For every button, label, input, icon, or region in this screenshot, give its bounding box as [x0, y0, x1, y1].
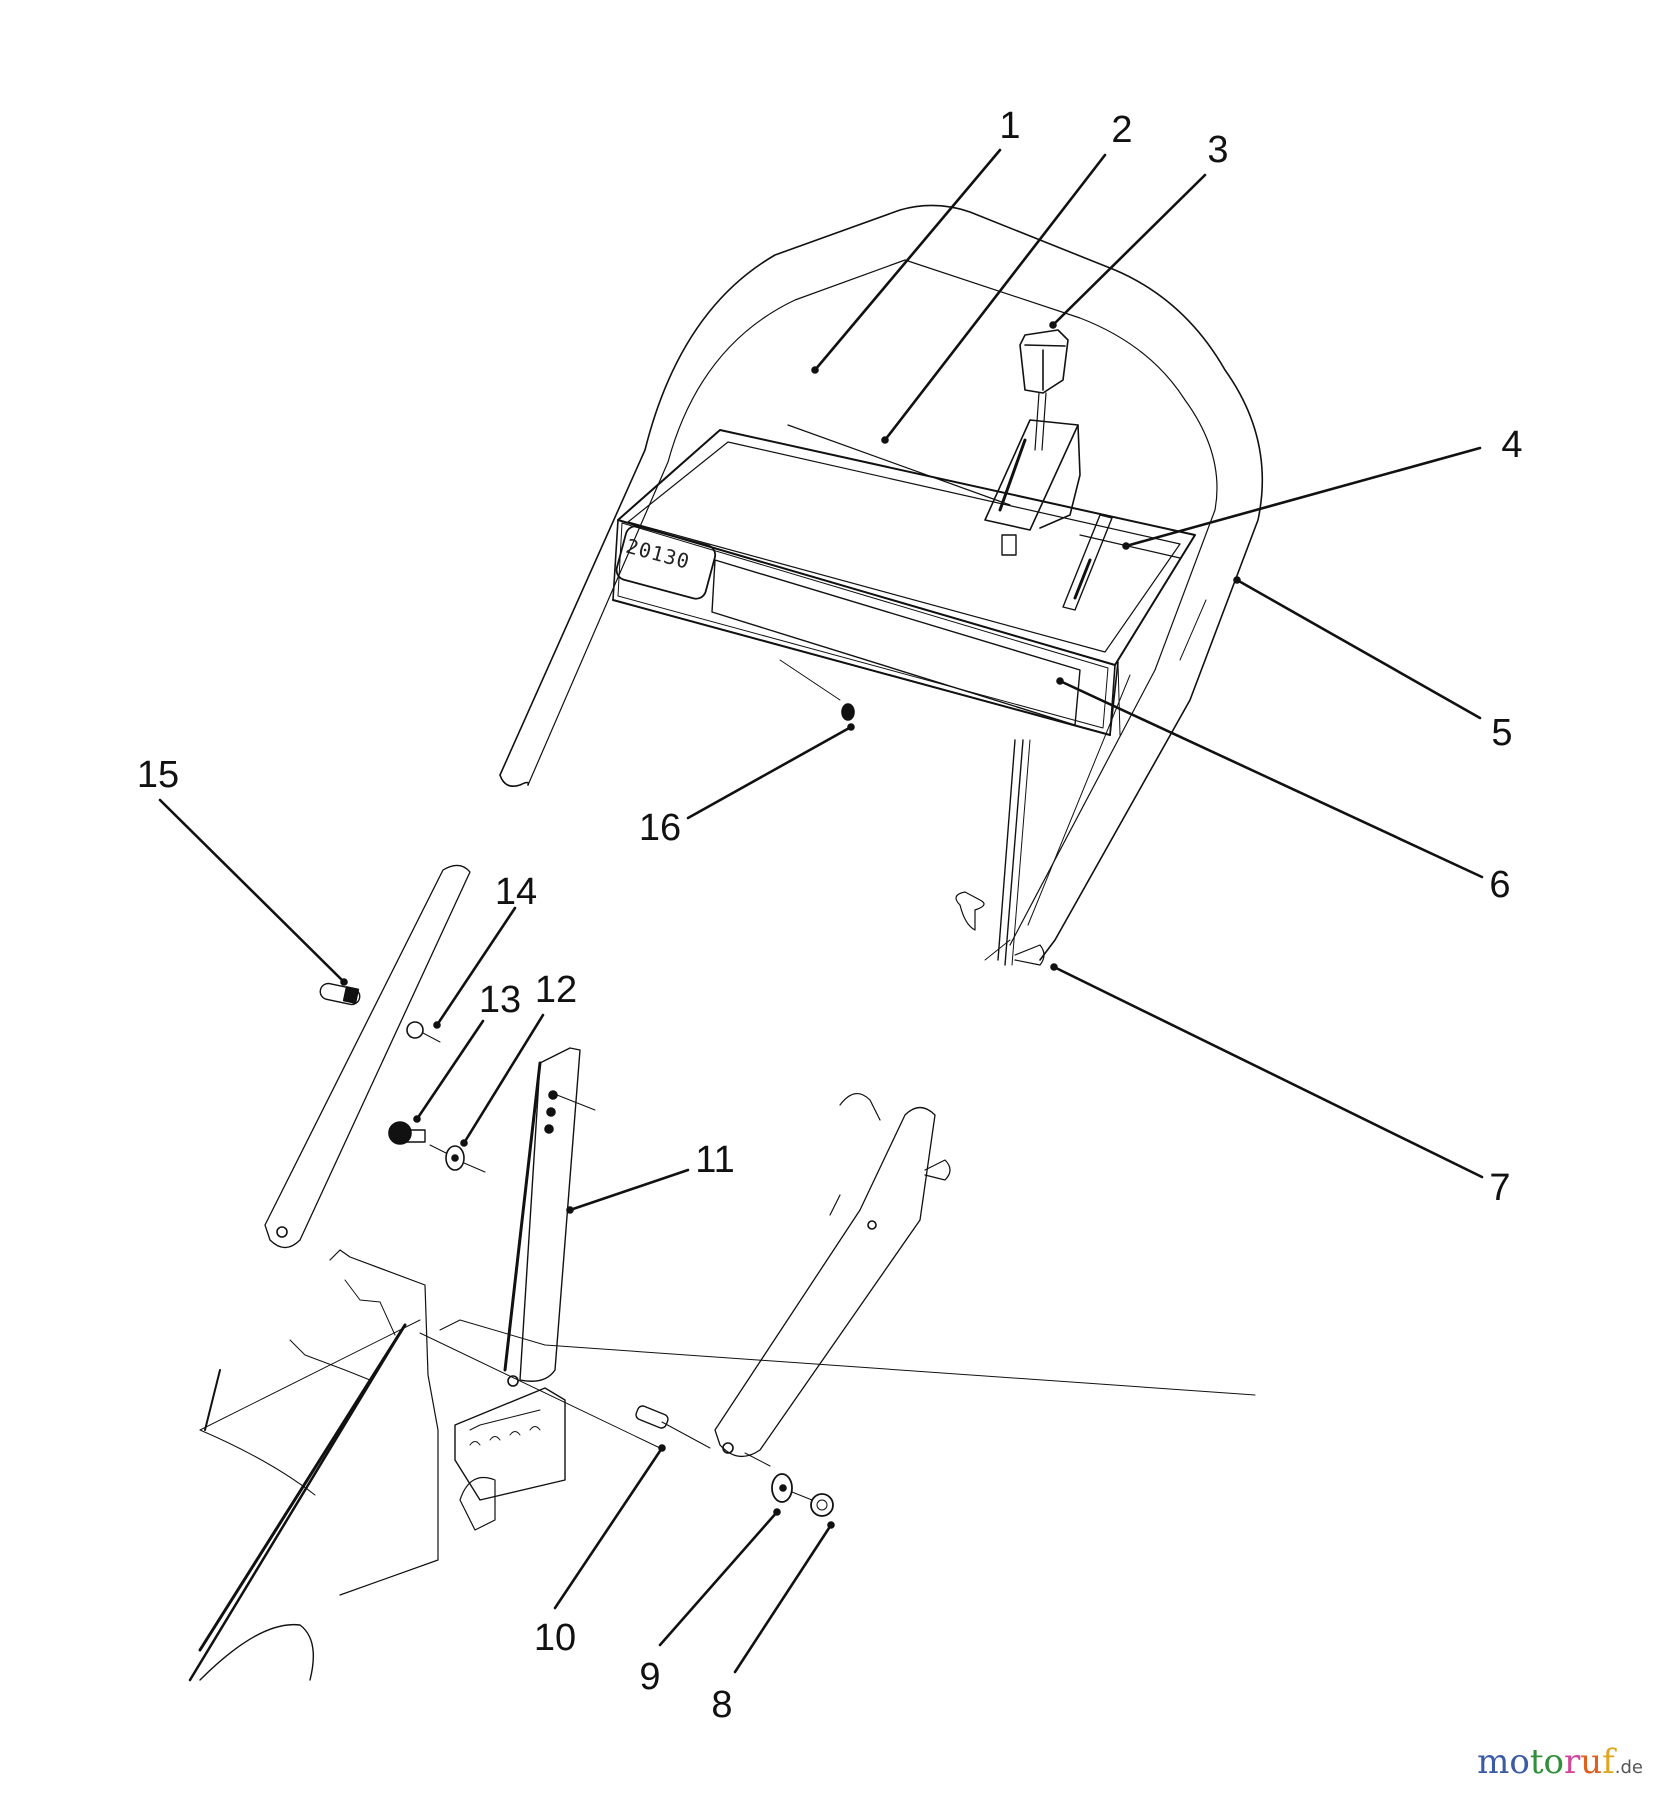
- bolt-13: [389, 1122, 425, 1144]
- watermark-letter: m: [1477, 1742, 1510, 1782]
- callout-label-15[interactable]: 15: [136, 754, 180, 796]
- leader-line-8: [733, 1523, 833, 1674]
- leader-dot-9: [773, 1508, 781, 1516]
- callout-label-10[interactable]: 10: [533, 1617, 577, 1659]
- left-lower-handle: [265, 865, 470, 1247]
- leader-dot-8: [827, 1521, 835, 1529]
- washer-9: [772, 1474, 812, 1502]
- callout-label-6[interactable]: 6: [1489, 864, 1511, 906]
- washer-12: [430, 1145, 485, 1172]
- leader-line-11: [568, 1168, 690, 1212]
- watermark-letters: motoruf: [1477, 1742, 1615, 1782]
- callout-label-1[interactable]: 1: [999, 105, 1021, 147]
- watermark-letter: o: [1543, 1742, 1564, 1782]
- leader-dot-1: [811, 366, 819, 374]
- leader-line-9: [658, 1510, 779, 1647]
- deck-bracket: [190, 1250, 1255, 1680]
- leader-dot-14: [433, 1021, 441, 1029]
- callout-label-7[interactable]: 7: [1489, 1167, 1511, 1209]
- watermark-suffix: .de: [1614, 1757, 1643, 1778]
- leader-line-10: [553, 1446, 664, 1610]
- watermark-letter: f: [1602, 1742, 1615, 1782]
- callout-label-4[interactable]: 4: [1501, 424, 1523, 466]
- callout-label-9[interactable]: 9: [639, 1656, 661, 1698]
- upper-handle-frame: [500, 205, 1262, 960]
- leader-line-16: [686, 725, 853, 820]
- leader-dot-15: [340, 978, 348, 986]
- leader-dot-13: [413, 1115, 421, 1123]
- leader-dot-4: [1122, 542, 1130, 550]
- leader-line-15: [158, 798, 346, 984]
- leader-line-1: [813, 148, 1002, 372]
- shoulder-bolt-10: [635, 1405, 710, 1448]
- panel-screw: [780, 660, 854, 720]
- control-panel: [613, 430, 1195, 735]
- leader-dot-6: [1056, 677, 1064, 685]
- center-support-rod: [956, 740, 1044, 965]
- leader-line-4: [1124, 446, 1482, 548]
- shift-lever: [985, 330, 1112, 610]
- height-adjuster-plate: [505, 1048, 595, 1386]
- leader-dot-10: [658, 1444, 666, 1452]
- leader-line-13: [415, 1019, 485, 1121]
- callout-label-3[interactable]: 3: [1207, 129, 1229, 171]
- nut-8: [811, 1494, 833, 1516]
- leader-line-5: [1235, 578, 1482, 720]
- callout-leader-lines: [158, 148, 1484, 1674]
- leader-line-2: [883, 153, 1107, 442]
- callout-label-13[interactable]: 13: [478, 979, 522, 1021]
- leader-line-14: [435, 906, 517, 1027]
- watermark-letter: t: [1529, 1742, 1544, 1782]
- watermark-logo: motoruf.de: [1477, 1742, 1643, 1782]
- leader-dot-12: [460, 1139, 468, 1147]
- decal-strip: [788, 425, 1180, 558]
- leader-dot-7: [1050, 963, 1058, 971]
- leader-dot-11: [566, 1206, 574, 1214]
- leader-dot-16: [847, 723, 855, 731]
- callout-label-2[interactable]: 2: [1111, 109, 1133, 151]
- leader-line-6: [1058, 679, 1484, 879]
- right-lower-handle: [715, 1094, 950, 1466]
- watermark-letter: u: [1580, 1742, 1603, 1782]
- leader-dot-5: [1233, 576, 1241, 584]
- leader-dot-3: [1049, 321, 1057, 329]
- leader-line-7: [1052, 965, 1484, 1179]
- callout-label-14[interactable]: 14: [494, 871, 538, 913]
- watermark-letter: o: [1509, 1742, 1530, 1782]
- leader-line-3: [1051, 173, 1207, 327]
- callout-label-8[interactable]: 8: [711, 1684, 733, 1726]
- callout-label-5[interactable]: 5: [1491, 712, 1513, 754]
- callout-label-12[interactable]: 12: [534, 969, 578, 1011]
- callout-label-16[interactable]: 16: [638, 807, 682, 849]
- callout-label-11[interactable]: 11: [695, 1139, 735, 1181]
- leader-line-12: [462, 1013, 545, 1145]
- nut-14: [407, 1022, 440, 1042]
- watermark-letter: r: [1564, 1742, 1581, 1782]
- leader-dot-2: [881, 436, 889, 444]
